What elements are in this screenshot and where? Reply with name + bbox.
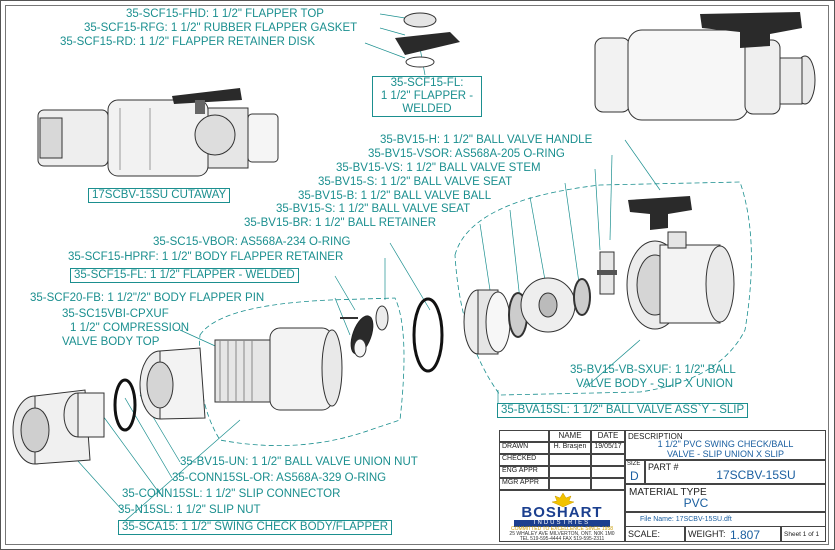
label-slip-nut: 35-N15SL: 1 1/2" SLIP NUT <box>118 504 261 516</box>
tb-drawn-label: DRAWN <box>499 442 549 454</box>
label-ball-valve-body-line1: 35-BV15-VB-SXUF: 1 1/2" BALL <box>570 364 736 376</box>
callout-box-flapper-welded: 35-SCF15-FL: 1 1/2" FLAPPER - WELDED <box>372 76 482 117</box>
tb-sheet: Sheet 1 of 1 <box>784 531 820 538</box>
tb-size-cell: SIZE D <box>625 460 645 484</box>
tb-drawn-name: H. Brasjen <box>549 442 591 454</box>
tb-size-label: SIZE <box>627 461 641 467</box>
company-name: BOSHART <box>521 504 603 521</box>
title-block: NAME DATE DRAWN H. Brasjen 19/05/17 CHEC… <box>499 430 826 542</box>
tb-description-line1: 1 1/2" PVC SWING CHECK/BALL <box>657 439 794 449</box>
tb-part-label: PART # <box>648 462 679 472</box>
ball-valve-seat-2-illustration <box>573 278 591 316</box>
tb-col-name: NAME <box>549 430 591 442</box>
tb-weight-cell: WEIGHT: 1.807 lbm <box>685 526 781 542</box>
label-flapper-top: 35-SCF15-FHD: 1 1/2" FLAPPER TOP <box>126 8 324 20</box>
flapper-subassembly-illustration <box>395 12 460 68</box>
tb-weight-value: 1.807 lbm <box>730 528 761 542</box>
tb-part-value: 17SCBV-15SU <box>716 468 796 482</box>
label-ball-valve-ball: 35-BV15-B: 1 1/2" BALL VALVE BALL <box>298 190 492 202</box>
label-ball-valve-handle: 35-BV15-H: 1 1/2" BALL VALVE HANDLE <box>380 134 593 146</box>
label-union-nut: 35-BV15-UN: 1 1/2" BALL VALVE UNION NUT <box>180 456 418 468</box>
label-ball-valve-assembly: 35-BVA15SL: 1 1/2" BALL VALVE ASS`Y - SL… <box>497 403 749 418</box>
tb-material-label: MATERIAL TYPE <box>629 487 707 498</box>
label-ball-valve-seat-1: 35-BV15-S: 1 1/2" BALL VALVE SEAT <box>318 176 513 188</box>
tb-description-cell: DESCRIPTION 1 1/2" PVC SWING CHECK/BALL … <box>625 430 826 460</box>
label-ball-valve-body-line2: VALVE BODY - SLIP X UNION <box>576 378 734 390</box>
cutaway-valve-illustration <box>37 88 279 177</box>
label-flapper-welded: 35-SCF15-FL: 1 1/2" FLAPPER - WELDED <box>70 268 299 283</box>
sheet-border-inner <box>5 5 829 545</box>
label-compression-body-line2: 1 1/2" COMPRESSION <box>70 322 190 334</box>
label-ball-valve-stem: 35-BV15-VS: 1 1/2" BALL VALVE STEM <box>336 162 541 174</box>
tb-description-label: DESCRIPTION <box>628 432 683 441</box>
callout-flapper-welded-line2: 1 1/2" FLAPPER - <box>380 90 474 102</box>
tb-file-cell: File Name: 17SCBV-15SU.dft <box>625 512 826 526</box>
union-nut-illustration <box>139 347 206 420</box>
label-valve-body-o-ring: 35-SC15-VBOR: AS568A-234 O-RING <box>153 236 351 248</box>
valve-body-o-ring-illustration <box>412 297 444 373</box>
tb-eng-appr-date <box>591 466 625 478</box>
label-stem-o-ring: 35-BV15-VSOR: AS568A-205 O-RING <box>368 148 565 160</box>
label-body-flapper-pin: 35-SCF20-FB: 1 1/2"/2" BODY FLAPPER PIN <box>30 292 265 304</box>
company-subtitle: INDUSTRIES <box>514 520 610 527</box>
company-address: 25 WHALEY AVE MILVERTON, ONT. N0K 1M0 <box>509 531 615 537</box>
label-swing-check-body: 35-SCA15: 1 1/2" SWING CHECK BODY/FLAPPE… <box>118 520 393 535</box>
body-flapper-retainer-illustration <box>375 305 389 331</box>
tb-corner <box>499 430 549 442</box>
tb-drawn-date: 19/05/17 <box>591 442 625 454</box>
ball-valve-body-illustration <box>626 231 735 330</box>
swing-check-group-outline <box>198 297 405 447</box>
tb-mgr-appr-name <box>549 478 591 490</box>
tb-material-value: PVC <box>683 496 709 510</box>
slip-connector-illustration <box>63 392 105 438</box>
maple-leaf-icon <box>551 492 575 508</box>
company-logo-block: BOSHART INDUSTRIES COMMITTED TO EXCELLEN… <box>499 490 625 542</box>
tb-weight-label: WEIGHT: <box>688 529 726 539</box>
label-flapper-retainer-disk: 35-SCF15-RD: 1 1/2" FLAPPER RETAINER DIS… <box>60 36 316 48</box>
ball-valve-handle-illustration <box>628 196 692 230</box>
callout-flapper-welded-line1: 35-SCF15-FL: <box>390 77 464 89</box>
tb-mgr-appr-label: MGR APPR <box>499 478 549 490</box>
tb-material-cell: MATERIAL TYPE PVC <box>625 484 826 512</box>
assembled-valve-illustration <box>594 12 816 121</box>
label-connector-o-ring: 35-CONN15SL-OR: AS568A-329 O-RING <box>172 472 387 484</box>
swing-check-body-illustration <box>214 327 343 411</box>
connector-o-ring-illustration <box>113 378 137 432</box>
group-outlines <box>198 181 752 447</box>
label-body-flapper-retainer: 35-SCF15-HPRF: 1 1/2" BODY FLAPPER RETAI… <box>68 251 344 263</box>
tb-sheet-cell: Sheet 1 of 1 <box>781 526 826 542</box>
tb-checked-name <box>549 454 591 466</box>
ball-retainer-illustration <box>463 289 511 355</box>
label-compression-body-line3: VALVE BODY TOP <box>62 336 160 348</box>
label-slip-connector: 35-CONN15SL: 1 1/2" SLIP CONNECTOR <box>122 488 341 500</box>
tb-col-date: DATE <box>591 430 625 442</box>
tb-checked-label: CHECKED <box>499 454 549 466</box>
tb-part-cell: PART # 17SCBV-15SU <box>645 460 826 484</box>
company-tagline: COMMITTED TO EXCELLENCE SINCE 1958 <box>510 526 614 532</box>
label-ball-valve-seat-2: 35-BV15-S: 1 1/2" BALL VALVE SEAT <box>276 203 471 215</box>
ball-valve-ball-illustration <box>520 277 576 333</box>
tb-scale-label: SCALE: <box>628 529 661 539</box>
label-cutaway: 17SCBV-15SU CUTAWAY <box>88 188 231 203</box>
tb-mgr-appr-date <box>591 478 625 490</box>
tb-description-line2: VALVE - SLIP UNION X SLIP <box>666 449 785 459</box>
label-ball-retainer: 35-BV15-BR: 1 1/2" BALL RETAINER <box>244 217 436 229</box>
flapper-welded-illustration <box>350 315 374 358</box>
tb-checked-date <box>591 454 625 466</box>
tb-eng-appr-name <box>549 466 591 478</box>
tb-file-name: File Name: 17SCBV-15SU.dft <box>640 516 732 523</box>
ball-valve-stem-illustration <box>597 251 617 295</box>
tb-eng-appr-label: ENG APPR <box>499 466 549 478</box>
tb-scale-cell: SCALE: <box>625 526 685 542</box>
callout-flapper-welded-line3: WELDED <box>402 103 452 115</box>
tb-size-value: D <box>630 469 639 483</box>
company-phone: TEL 519-595-4444 FAX 519-595-2311 <box>519 536 605 542</box>
label-compression-body-line1: 35-SC15VBI-CPXUF <box>62 308 169 320</box>
label-rubber-flapper-gasket: 35-SCF15-RFG: 1 1/2" RUBBER FLAPPER GASK… <box>84 22 358 34</box>
ball-valve-group-outline <box>454 181 752 396</box>
